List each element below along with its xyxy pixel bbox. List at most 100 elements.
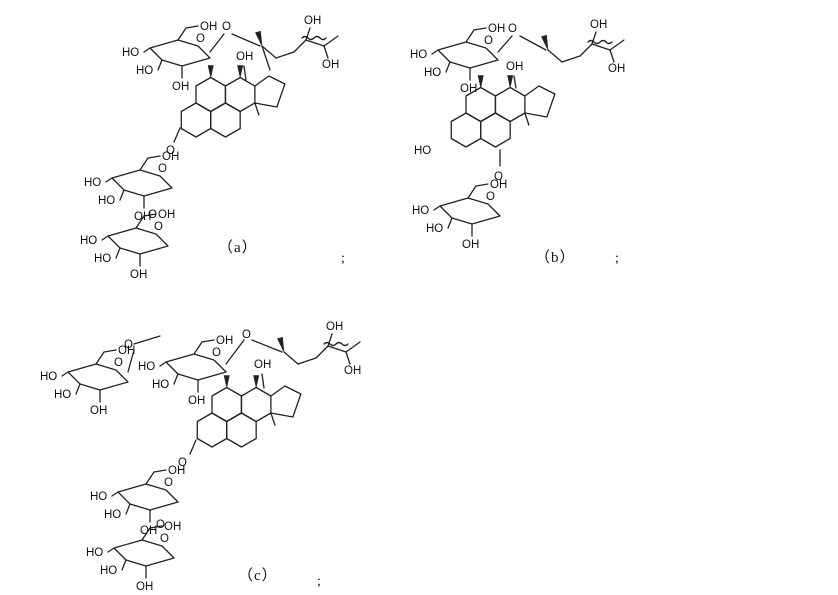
oh-12-label: OH: [506, 61, 523, 73]
glycoside-oxygen: O: [494, 171, 503, 183]
oh-label: OH: [130, 269, 147, 281]
oh-bond: [261, 373, 265, 389]
oh-label: OH: [168, 465, 185, 477]
ring-b: [226, 412, 257, 448]
side-chain-bond: [579, 43, 593, 57]
methyl-wedge: [541, 34, 549, 51]
wavy-bond: [587, 39, 613, 45]
oh-label: OH: [200, 21, 217, 33]
side-chain-bond: [305, 39, 325, 47]
ring-oxygen: O: [212, 347, 221, 359]
ring-oxygen: O: [486, 191, 495, 203]
ch2-bond: [103, 349, 117, 353]
ch2-bond: [95, 351, 105, 365]
oh-bond: [305, 27, 311, 41]
oh-bond: [111, 491, 119, 497]
oh-bond: [105, 177, 113, 183]
oh-bond: [447, 217, 453, 229]
ho-label: HO: [138, 361, 155, 373]
oh-label: OH: [590, 19, 607, 31]
oh-bond: [513, 75, 517, 89]
oh-label: OH: [216, 335, 233, 347]
oh-label: OH: [344, 365, 361, 377]
ring-d: [270, 385, 302, 418]
ch2-bond: [143, 213, 157, 217]
glycoside-bond: [251, 339, 283, 353]
ch2-bond: [149, 525, 163, 529]
oh-label: OH: [162, 151, 179, 163]
separator-a: ;: [341, 251, 345, 266]
oh-bond: [327, 333, 333, 347]
wavy-bond: [301, 35, 327, 41]
ho-label: HO: [412, 205, 429, 217]
glycoside-bond: [133, 335, 161, 345]
side-chain-bond: [327, 345, 347, 353]
ho-label: HO: [104, 509, 121, 521]
side-chain-bond: [323, 35, 339, 47]
ho-label: HO: [410, 49, 427, 61]
ch2-bond: [201, 339, 215, 343]
methyl-bond: [254, 102, 260, 116]
side-chain-bond: [345, 351, 351, 365]
side-chain-bond: [609, 49, 615, 63]
side-chain-bond: [283, 351, 299, 365]
oh-label: OH: [322, 59, 339, 71]
ho-label: HO: [94, 253, 111, 265]
ho-label: HO: [152, 379, 169, 391]
oh-label: OH: [460, 83, 477, 95]
oh-bond: [433, 205, 441, 211]
side-chain-bond: [293, 39, 307, 53]
ring-c: [240, 386, 272, 423]
ring-b2: [211, 386, 243, 423]
methyl-bond: [524, 112, 530, 126]
glycoside-oxygen: O: [178, 457, 187, 469]
ho-label: HO: [40, 371, 57, 383]
oh-12-label: OH: [254, 359, 271, 371]
side-chain-bond: [345, 341, 361, 353]
ho-label: HO: [90, 491, 107, 503]
side-chain-bond: [547, 49, 563, 63]
wavy-bond: [323, 341, 349, 347]
ch2-bond: [473, 27, 487, 31]
ho-label: HO: [80, 235, 97, 247]
ch2-bond: [177, 27, 187, 41]
methyl-wedge: [477, 75, 484, 88]
ring-b: [210, 102, 241, 138]
oh-label: OH: [488, 23, 505, 35]
ring-a: [180, 102, 212, 138]
ch2-bond: [193, 341, 203, 355]
methyl-wedge: [255, 30, 263, 47]
ring-b2: [465, 86, 497, 123]
glycoside-bond: [189, 439, 197, 455]
oh-bond: [173, 373, 179, 385]
side-chain-bond: [591, 43, 611, 51]
ring-oxygen: O: [158, 163, 167, 175]
glycoside-oxygen: O: [156, 519, 165, 531]
ring-c: [224, 76, 256, 113]
oh-bond: [157, 59, 163, 71]
ho-label: HO: [122, 47, 139, 59]
ho-label: HO: [98, 195, 115, 207]
ho-label: HO: [84, 177, 101, 189]
side-chain-bond: [609, 39, 625, 51]
oh-bond: [75, 383, 81, 395]
caption-b: （b）: [535, 249, 576, 266]
side-chain-bond: [261, 45, 277, 59]
c20-bond: [261, 45, 271, 71]
ring-oxygen: O: [114, 357, 123, 369]
ring-d: [524, 85, 556, 118]
methyl-wedge: [207, 65, 214, 78]
ho-label: HO: [86, 547, 103, 559]
oh-label: OH: [158, 209, 175, 221]
glycoside-bond: [225, 339, 245, 365]
ring-oxygen: O: [196, 33, 205, 45]
ho-label: HO: [136, 65, 153, 77]
ring-a: [196, 412, 228, 448]
molecule-c: OOHHOHOOHOOOHHOHOOHOOHOHOHOOOHHOHOOHOOOH…: [40, 321, 361, 593]
oh-bond: [159, 361, 167, 367]
methyl-wedge: [253, 375, 260, 388]
oh-label: OH: [188, 395, 205, 407]
separator-b: ;: [615, 251, 619, 266]
